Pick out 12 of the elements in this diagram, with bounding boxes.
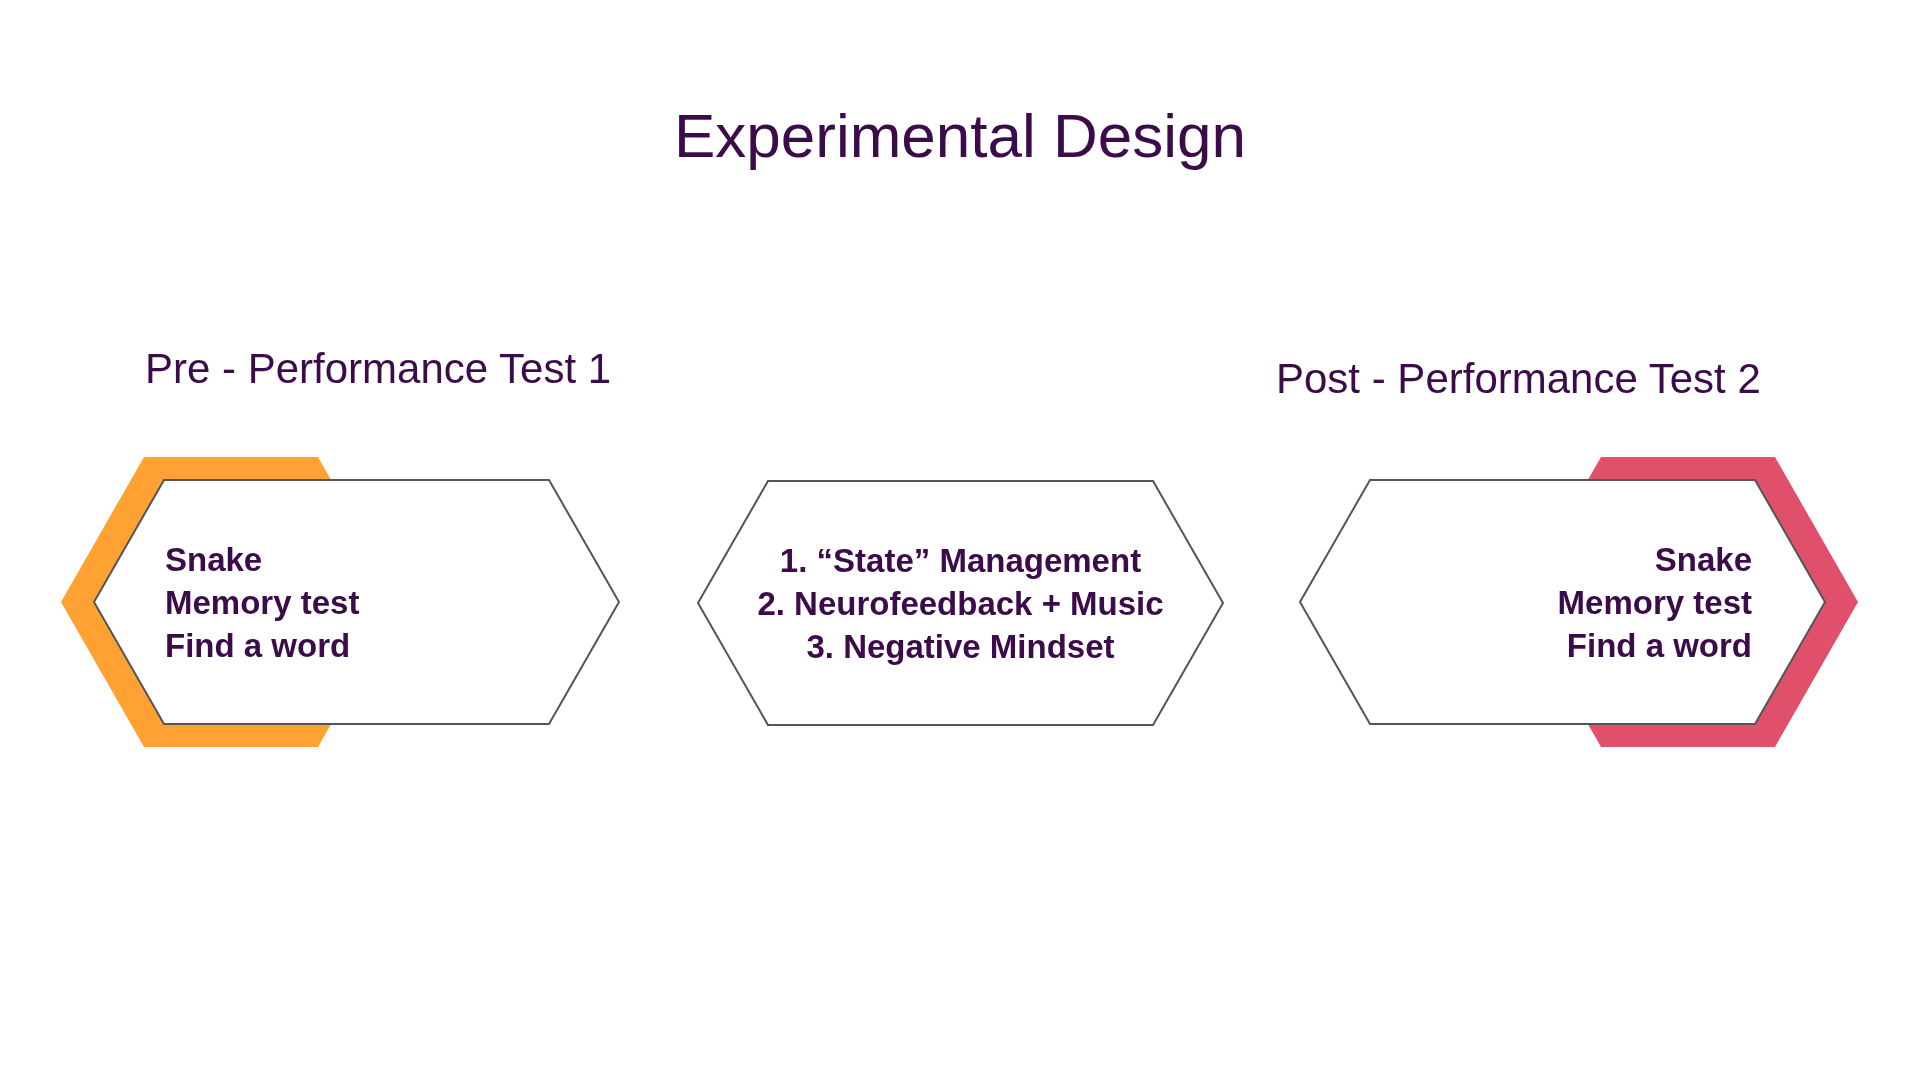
- list-item: 3. Negative Mindset: [806, 626, 1115, 667]
- list-item: Find a word: [165, 625, 351, 666]
- section-heading: Pre - Performance Test 1: [145, 345, 612, 393]
- list-item: 1. “State” Management: [779, 540, 1142, 581]
- list-item: Find a word: [1566, 625, 1752, 666]
- list-item: Snake: [1654, 539, 1752, 580]
- list-item: 2. Neurofeedback + Music: [757, 583, 1164, 624]
- diagram-title: Experimental Design: [673, 100, 1246, 171]
- list-item: Memory test: [1557, 582, 1752, 623]
- section-heading: Post - Performance Test 2: [1276, 355, 1761, 403]
- list-item: Memory test: [165, 582, 360, 623]
- list-item: Snake: [165, 539, 263, 580]
